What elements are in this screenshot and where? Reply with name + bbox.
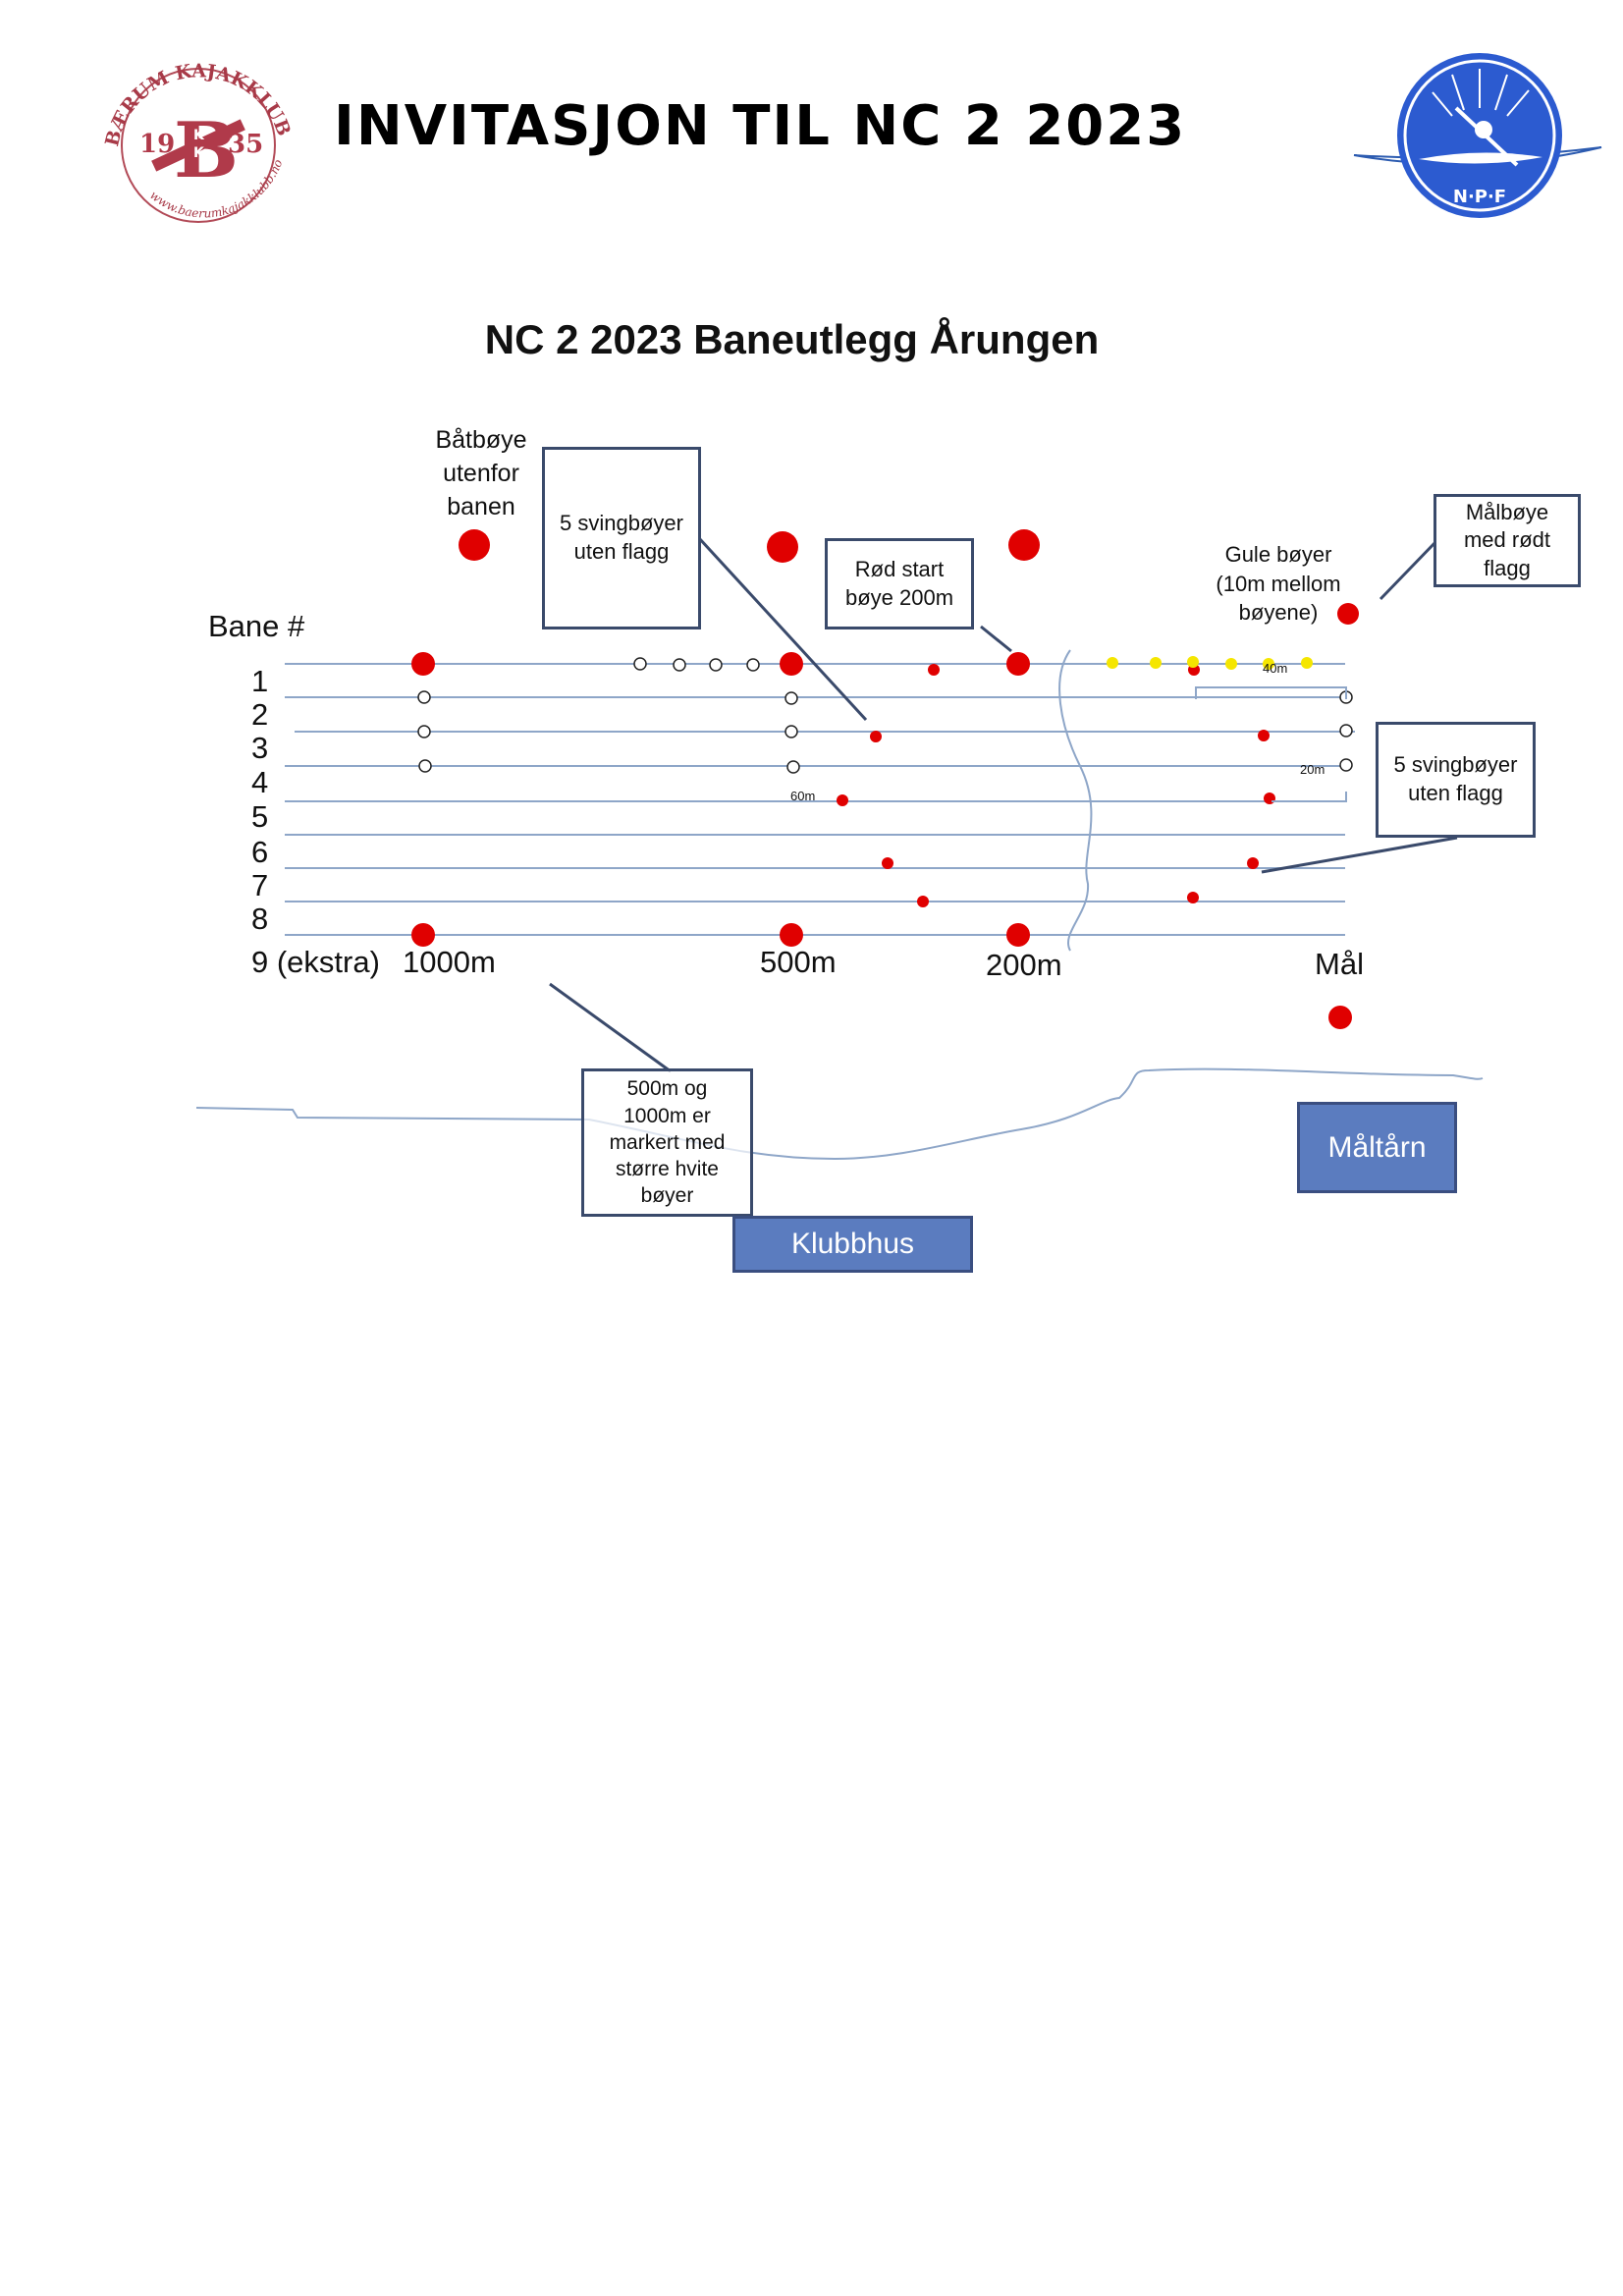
callout-turn-buoys-top: 5 svingbøyer uten flagg: [542, 447, 701, 629]
lane-label-8: 8: [251, 902, 269, 936]
red-buoys-large: [411, 529, 1359, 1029]
svg-text:B: B: [174, 106, 239, 195]
yellow-buoys: [1107, 656, 1313, 670]
diagram-title: NC 2 2023 Baneutlegg Årungen: [484, 316, 1100, 362]
lane-label-7: 7: [251, 868, 269, 902]
callout-finish-buoy: Målbøye med rødt flagg: [1434, 494, 1581, 587]
dimension-60m-label: 60m: [790, 789, 816, 803]
lane-lines: [285, 663, 1355, 936]
dimension-40m: [1195, 686, 1347, 699]
dimension-20m: [1271, 792, 1347, 802]
svg-text:K: K: [193, 145, 205, 161]
dimension-40m-label: 40m: [1263, 661, 1288, 676]
lane-label-2: 2: [251, 697, 269, 732]
lane-label-1: 1: [251, 664, 269, 698]
white-buoys: [417, 657, 1353, 774]
baerum-kajakklubb-logo: BÆRUM KAJAKKLUBB www.baerumkajakklubb.no…: [90, 29, 295, 223]
distance-finish: Mål: [1315, 947, 1364, 981]
dimension-20m-label: 20m: [1300, 762, 1325, 777]
distance-500m: 500m: [760, 945, 837, 979]
npf-logo: N·P·F: [1353, 53, 1602, 218]
leader-lines: [549, 536, 1458, 1073]
document-title: INVITASJON TIL NC 2 2023: [334, 94, 1187, 158]
lane-label-5: 5: [251, 799, 269, 834]
logo-year-a: 19: [139, 130, 175, 159]
lane-label-9: 9 (ekstra): [251, 945, 380, 979]
lane-label-4: 4: [251, 765, 269, 799]
shoreline: [195, 1067, 1484, 1161]
lane-label-6: 6: [251, 835, 269, 869]
boat-buoy-label: Båtbøye utenfor banen: [435, 426, 527, 520]
lane-label-3: 3: [251, 731, 269, 765]
clubhouse-building: Klubbhus: [732, 1216, 973, 1273]
callout-turn-buoys-right: 5 svingbøyer uten flagg: [1376, 722, 1536, 838]
distance-1000m: 1000m: [403, 945, 496, 979]
svg-text:K: K: [193, 128, 205, 143]
red-buoys-small: [837, 664, 1275, 907]
yellow-buoys-label: Gule bøyer (10m mellom bøyene): [1216, 542, 1341, 626]
callout-red-start: Rød start bøye 200m: [825, 538, 974, 629]
callout-white-buoys: 500m og 1000m er markert med større hvit…: [581, 1068, 753, 1217]
distance-200m: 200m: [986, 948, 1062, 982]
lane-heading: Bane #: [208, 609, 305, 643]
logo-year-b: 35: [228, 130, 263, 159]
finish-tower-building: Måltårn: [1297, 1102, 1457, 1193]
course-break-line: [1058, 649, 1093, 952]
logo-npf-text: N·P·F: [1453, 187, 1506, 207]
